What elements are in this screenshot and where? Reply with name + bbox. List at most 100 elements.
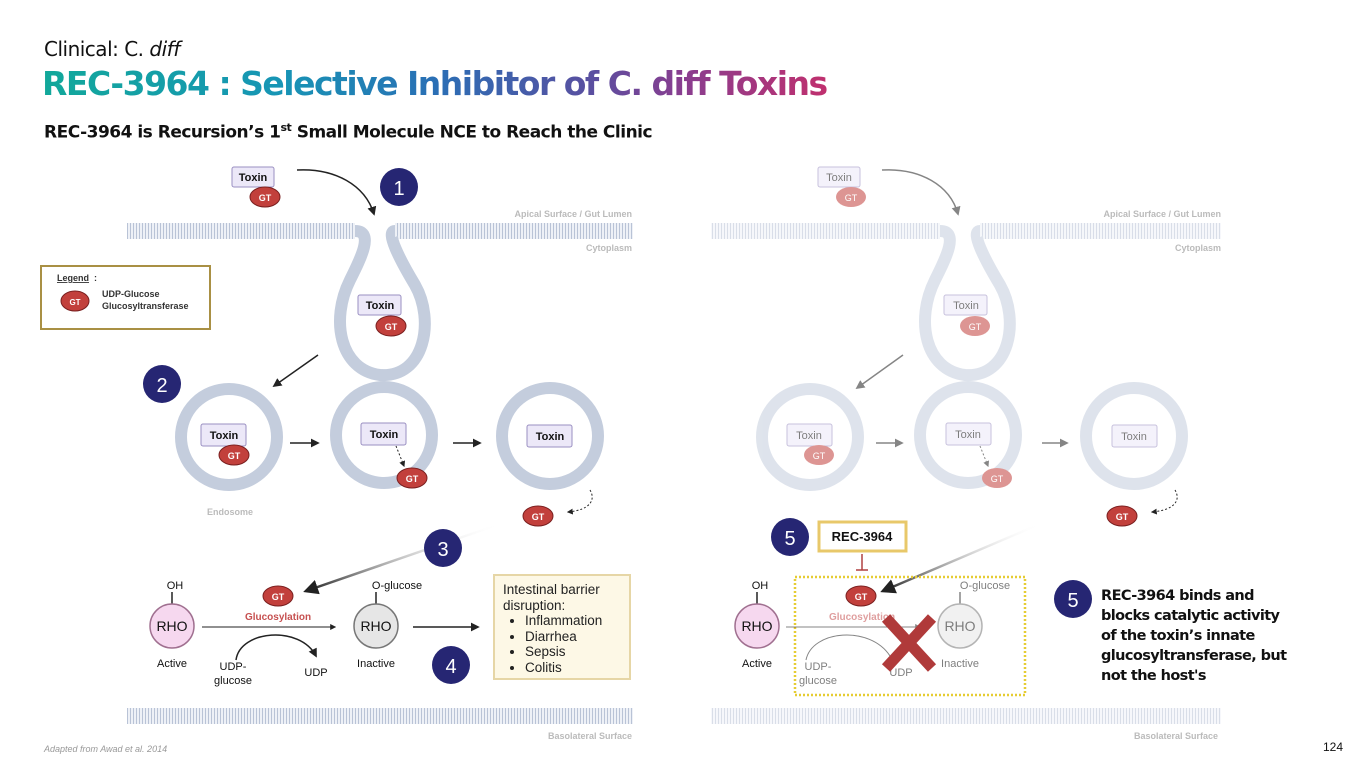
glucosylation-label: Glucosylation	[245, 612, 311, 623]
section-kicker: Clinical: C. diff	[44, 37, 180, 61]
blocked-reaction-faded: Glucosylation O-glucose RHO Inactive UDP…	[786, 580, 1010, 687]
release-arrow	[395, 445, 406, 468]
toxin-label: Toxin	[370, 429, 399, 441]
step-2-number: 2	[156, 375, 167, 397]
endosome-2	[914, 381, 1022, 489]
active-label: Active	[157, 658, 187, 670]
gt-label: GT	[813, 451, 826, 461]
toxin-box	[945, 422, 992, 446]
step-3-number: 3	[437, 539, 448, 561]
endosome-2	[330, 381, 438, 489]
entry-arrow	[296, 169, 377, 216]
gt-label: GT	[385, 322, 398, 332]
endocytosis-arrow	[272, 354, 319, 388]
toxin-box	[526, 424, 573, 448]
rho-label: RHO	[944, 618, 975, 634]
basolateral-membrane	[711, 708, 1221, 724]
basolateral-label: Basolateral Surface	[548, 731, 632, 741]
rho-active	[734, 603, 780, 649]
drug-box	[817, 520, 908, 553]
gt-label: GT	[845, 193, 858, 203]
toxin-box	[786, 423, 833, 447]
basolateral-membrane	[127, 708, 633, 724]
glucosylation-label: Glucosylation	[829, 612, 895, 623]
rho-label: RHO	[156, 618, 187, 634]
gt-enzyme	[960, 316, 990, 336]
toxin-label: Toxin	[953, 300, 979, 312]
gt-target-arrow	[303, 522, 501, 595]
basolateral-label: Basolateral Surface	[1134, 731, 1218, 741]
gt-enzyme	[249, 186, 281, 208]
gt-label: GT	[259, 193, 272, 203]
endosome-1	[175, 383, 283, 491]
gt-enzyme	[1106, 505, 1138, 527]
rho-inactive	[353, 603, 399, 649]
subtitle-sup: st	[280, 121, 292, 134]
cofactor-arrow	[235, 634, 317, 661]
toxin-box	[357, 294, 402, 316]
kicker-text: Clinical: C.	[44, 37, 150, 61]
udp-label: UDP	[304, 667, 327, 679]
gt-enzyme	[522, 505, 554, 527]
legend-box	[40, 265, 211, 330]
toxin-label: Toxin	[366, 300, 395, 312]
kicker-italic: diff	[149, 37, 180, 61]
step-4-number: 4	[445, 656, 456, 678]
step-1-number: 1	[393, 178, 404, 200]
legend-line2: Glucosyltransferase	[102, 301, 189, 311]
effect-item: Colitis	[525, 660, 621, 676]
endosome-label: Endosome	[207, 507, 253, 517]
udp-glucose-label: UDP-	[220, 661, 247, 673]
step-5-badge	[771, 518, 809, 556]
gt-label: GT	[532, 512, 545, 522]
gt-enzyme	[375, 315, 407, 337]
legend-gt-icon	[60, 290, 90, 312]
endosome-3	[496, 382, 604, 490]
cofactor-arrow	[805, 634, 891, 661]
effect-item: Sepsis	[525, 644, 621, 660]
endocytosis-arrow	[855, 354, 904, 390]
citation: Adapted from Awad et al. 2014	[44, 744, 168, 754]
release-arrow	[1150, 489, 1178, 515]
entry-arrow	[881, 169, 961, 216]
toxin-label: Toxin	[955, 429, 981, 441]
gt-target-arrow	[880, 522, 1041, 594]
o-glucose-label: O-glucose	[960, 580, 1010, 592]
toxin-label: Toxin	[1121, 431, 1147, 443]
gt-label: GT	[228, 451, 241, 461]
effects-list: Inflammation Diarrhea Sepsis Colitis	[503, 613, 621, 675]
toxin-label: Toxin	[210, 430, 239, 442]
legend: Legend : GT UDP-Glucose Glucosyltransfer…	[57, 273, 189, 312]
legend-line1: UDP-Glucose	[102, 289, 160, 299]
page-subtitle: REC-3964 is Recursion’s 1st Small Molecu…	[44, 121, 653, 143]
gt-label: GT	[272, 592, 285, 602]
gt-label: GT	[1116, 512, 1129, 522]
inactive-label: Inactive	[357, 658, 395, 670]
step-5-note-badge	[1054, 580, 1092, 618]
block-x-icon	[881, 614, 937, 672]
active-label: Active	[742, 658, 772, 670]
udp-glucose-label: glucose	[799, 675, 837, 687]
legend-heading: Legend	[57, 273, 89, 283]
effect-item: Inflammation	[525, 613, 621, 629]
step-5-number: 5	[784, 528, 795, 550]
gt-label: GT	[855, 592, 868, 602]
step-1-badge	[380, 168, 418, 206]
effect-item: Diarrhea	[525, 629, 621, 645]
right-panel: Toxin GT Toxin GT Toxin GT Toxin GT Toxi	[711, 166, 1221, 741]
toxin-box	[817, 166, 861, 188]
drug-label: REC-3964	[832, 529, 893, 544]
apical-membrane-left	[711, 223, 940, 239]
cytoplasm-label: Cytoplasm	[1175, 243, 1221, 253]
gt-label: GT	[969, 322, 982, 332]
toxin-box	[200, 423, 247, 447]
toxin-box	[231, 166, 275, 188]
left-panel: Apical Surface / Gut Lumen Cytoplasm Tox…	[127, 166, 633, 741]
apical-label: Apical Surface / Gut Lumen	[1103, 209, 1221, 219]
invagination-membrane	[334, 225, 431, 382]
toxin-label: Toxin	[796, 430, 822, 442]
toxin-label: Toxin	[536, 431, 565, 443]
apical-membrane-right	[395, 223, 633, 239]
oh-label: OH	[752, 580, 769, 592]
invagination-membrane	[919, 225, 1016, 382]
